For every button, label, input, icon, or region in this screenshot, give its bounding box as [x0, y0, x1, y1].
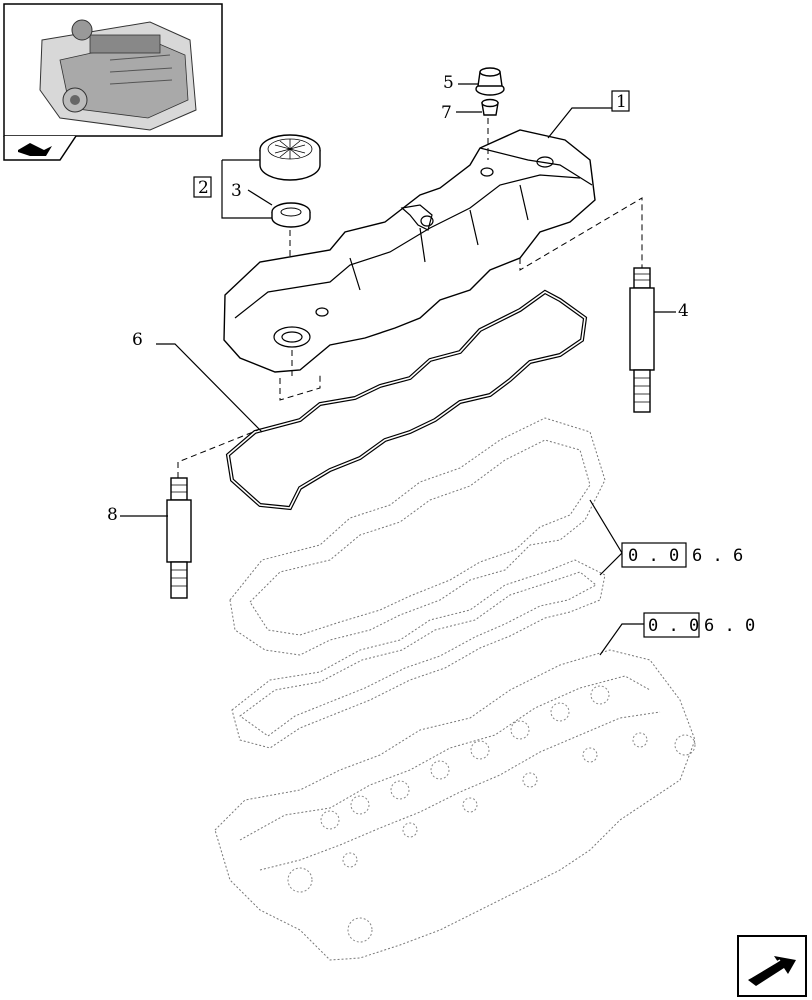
leader-lines — [120, 83, 676, 656]
callout-6[interactable]: 6 — [132, 330, 143, 350]
svg-text:0 . 0: 0 . 0 — [648, 616, 699, 636]
oil-cap-seal — [271, 202, 311, 228]
callout-2[interactable]: 2 — [193, 176, 212, 198]
nav-arrow-button[interactable] — [737, 935, 807, 997]
svg-text:0 . 0: 0 . 0 — [628, 546, 679, 566]
svg-text:1: 1 — [616, 92, 627, 112]
oil-filler-cap — [259, 134, 321, 181]
callout-3[interactable]: 3 — [231, 181, 242, 201]
callout-7[interactable]: 7 — [441, 103, 452, 123]
washer-part-7 — [481, 98, 499, 116]
stud-part-8 — [166, 477, 192, 599]
reference-cylinder-head[interactable]: 0 . 0 6 . 0 — [643, 612, 755, 638]
callout-8[interactable]: 8 — [107, 505, 118, 525]
stud-part-4 — [629, 267, 655, 413]
assembly-guidelines — [177, 118, 643, 478]
book-icon — [18, 143, 52, 156]
ghost-head-gasket — [229, 417, 606, 749]
arrow-icon — [748, 956, 796, 986]
reference-head-gasket[interactable]: 0 . 0 6 . 6 — [621, 542, 743, 568]
callout-4[interactable]: 4 — [678, 301, 689, 321]
nut-part-5 — [475, 67, 505, 96]
valve-cover — [223, 129, 596, 373]
svg-text:6 . 0: 6 . 0 — [704, 616, 755, 636]
svg-text:2: 2 — [198, 178, 209, 198]
ghost-cylinder-head — [214, 649, 696, 961]
engine-thumbnail[interactable] — [3, 3, 223, 161]
engine-thumbnail-icon — [39, 19, 197, 131]
callout-5[interactable]: 5 — [443, 73, 454, 93]
svg-text:6 . 6: 6 . 6 — [692, 546, 743, 566]
callout-1[interactable]: 1 — [611, 90, 630, 112]
valve-cover-gasket — [225, 289, 588, 511]
